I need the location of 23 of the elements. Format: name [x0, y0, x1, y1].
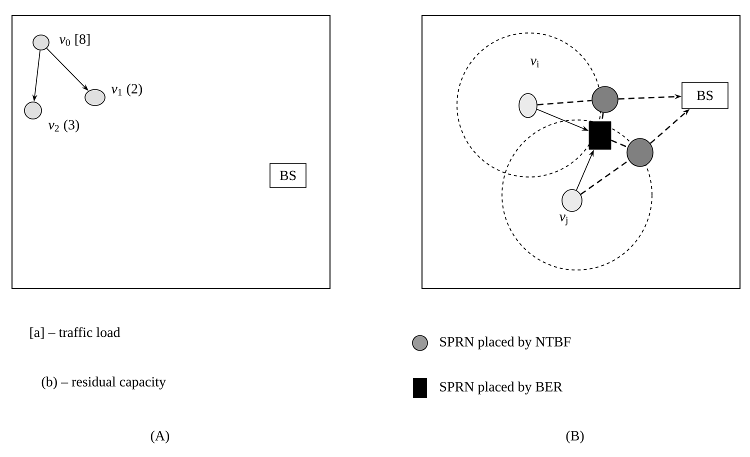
legend-text: SPRN placed by BER	[440, 382, 562, 394]
caption-text: [a] – traffic load	[30, 327, 120, 339]
node-label: v$_{i}$	[530, 58, 540, 68]
node-label: v$_{j}$	[559, 214, 568, 226]
node-circle	[32, 34, 50, 50]
caption-text: (b) – residual capacity	[42, 376, 166, 390]
node-label: v$_{0}$ [8]	[59, 34, 90, 46]
bs-box: BS	[270, 163, 306, 188]
node-circle	[592, 86, 618, 113]
caption-text: (A)	[150, 430, 170, 444]
relay-square	[588, 121, 612, 150]
node-circle	[84, 89, 106, 106]
panel-frame	[422, 15, 740, 289]
node-circle	[562, 189, 582, 212]
node-circle	[24, 102, 42, 120]
node-label: v$_{2}$ (3)	[48, 120, 80, 132]
node-label: v$_{1}$ (2)	[111, 84, 142, 96]
legend-text: SPRN placed by NTBF	[440, 336, 571, 350]
panel-frame	[12, 15, 330, 289]
bs-box: BS	[682, 82, 728, 109]
caption-text: (B)	[566, 430, 584, 444]
node-circle	[518, 93, 538, 118]
node-circle	[626, 138, 654, 167]
